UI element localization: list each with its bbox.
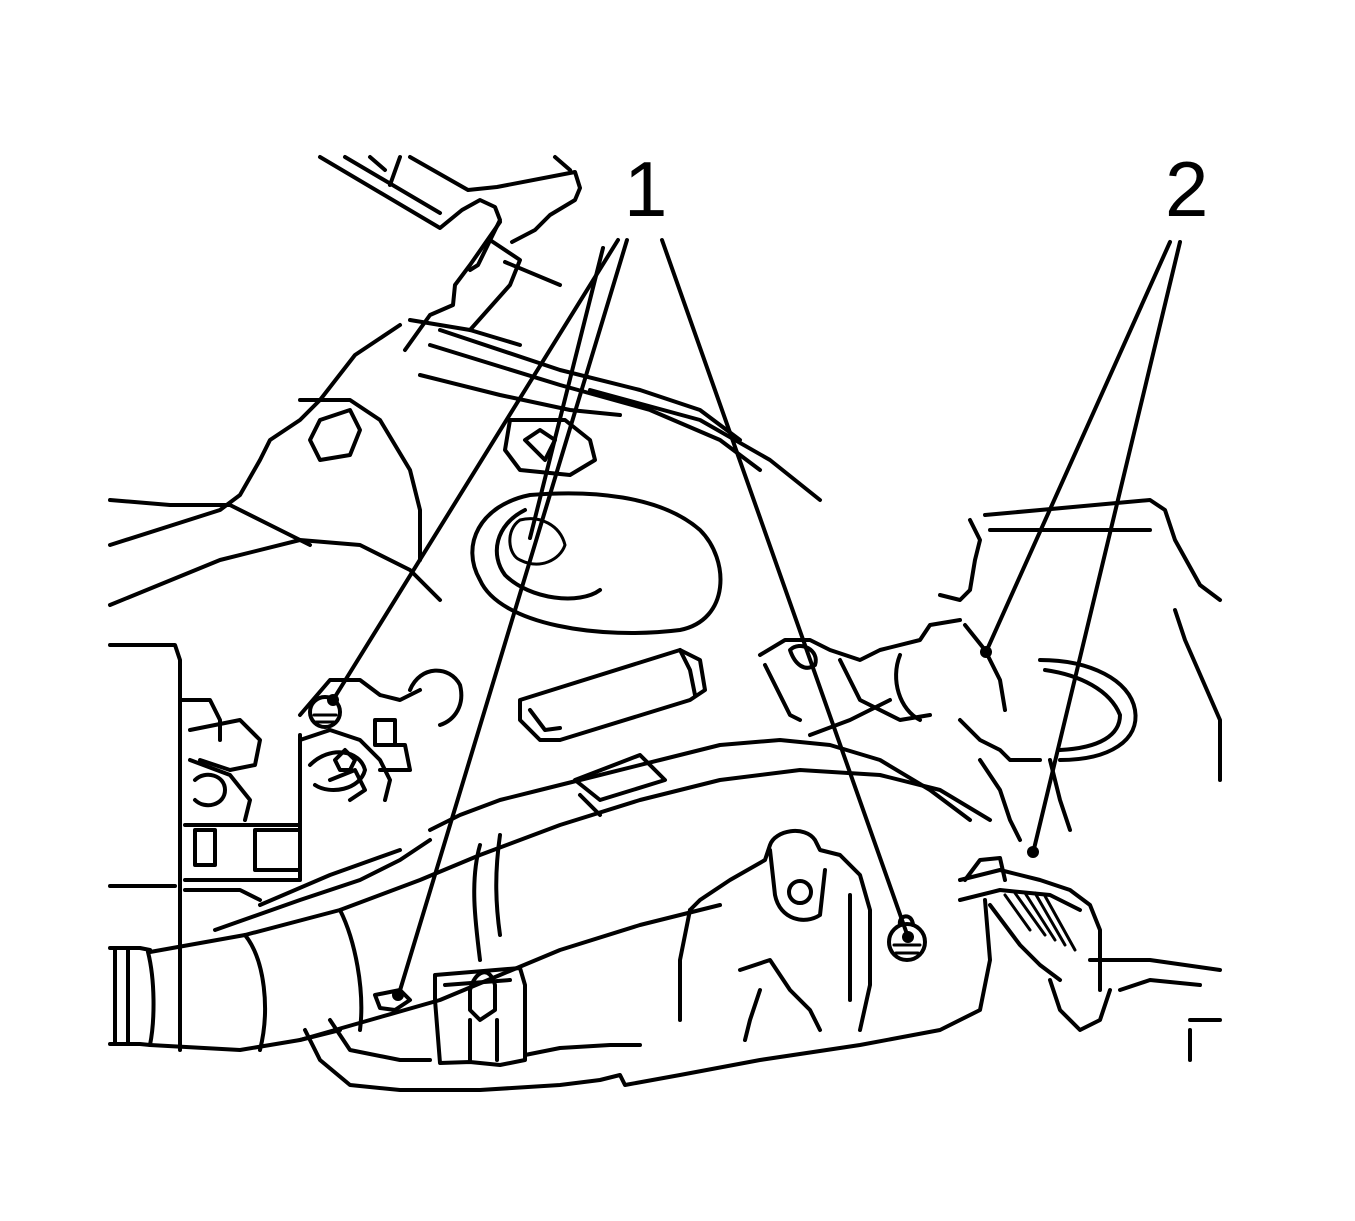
left-block xyxy=(108,643,302,1052)
oval-cover xyxy=(470,418,723,635)
right-bracket xyxy=(758,498,1222,842)
callout-label-1: 1 xyxy=(624,145,668,233)
ribbed-connector xyxy=(958,856,1222,1062)
center-linkage xyxy=(298,668,464,832)
upper-bracket xyxy=(318,155,582,352)
nut-upper-left-icon xyxy=(308,695,342,729)
lower-housing xyxy=(303,898,992,1092)
callout-label-2: 2 xyxy=(1165,145,1209,233)
connector-clip xyxy=(433,966,527,1067)
callout-1-leaders xyxy=(327,238,914,1001)
middle-block xyxy=(518,648,707,817)
nut-lower-right-icon xyxy=(887,914,927,962)
housing-upper xyxy=(108,323,822,607)
fasteners xyxy=(308,695,927,1012)
right-center-cover xyxy=(678,828,872,1042)
callout-2-leaders xyxy=(980,240,1182,858)
cable-harness xyxy=(108,738,992,1052)
